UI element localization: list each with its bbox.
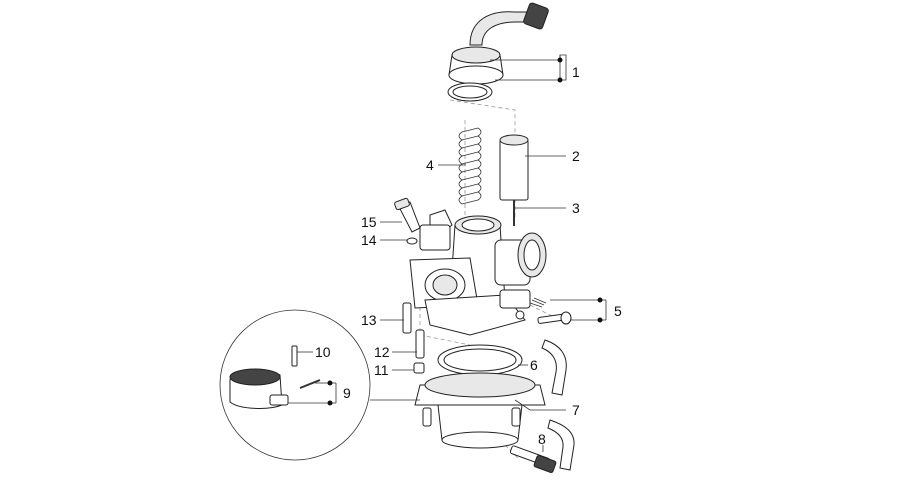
part-8-drain-screw	[509, 445, 557, 473]
callout-12: 12	[374, 344, 390, 360]
callout-4: 4	[426, 157, 434, 173]
callout-6: 6	[530, 357, 538, 373]
callout-15: 15	[361, 214, 377, 230]
part-15-screw	[394, 197, 421, 233]
inset-detail	[219, 309, 420, 461]
carburetor-body	[409, 209, 547, 336]
callout-dots	[327, 57, 603, 406]
part-1-hose-cap	[447, 2, 549, 102]
callout-2: 2	[572, 148, 580, 164]
part-7-float-bowl	[414, 372, 546, 449]
callout-3: 3	[572, 200, 580, 216]
callout-9: 9	[343, 385, 351, 401]
overflow-hoses	[541, 339, 575, 471]
callout-11: 11	[374, 362, 389, 378]
part-13-jet	[402, 302, 412, 334]
part-6-gasket	[437, 344, 523, 376]
callout-14: 14	[361, 232, 377, 248]
callout-labels: 1 2 3 4 5 6 7 8 9 10 11 12 13 14 15	[315, 64, 622, 447]
part-11-nut	[413, 362, 425, 374]
callout-8: 8	[538, 431, 546, 447]
callout-leaders	[288, 54, 607, 452]
callout-1: 1	[572, 64, 580, 80]
callout-7: 7	[572, 402, 580, 418]
part-14-o-ring	[406, 237, 418, 245]
part-4-spring	[458, 127, 482, 205]
part-12-main-jet	[415, 329, 425, 359]
callout-13: 13	[361, 312, 377, 328]
callout-10: 10	[315, 344, 331, 360]
part-5-screw-spring	[529, 297, 572, 325]
part-2-slide	[499, 134, 529, 201]
callout-5: 5	[614, 303, 622, 319]
